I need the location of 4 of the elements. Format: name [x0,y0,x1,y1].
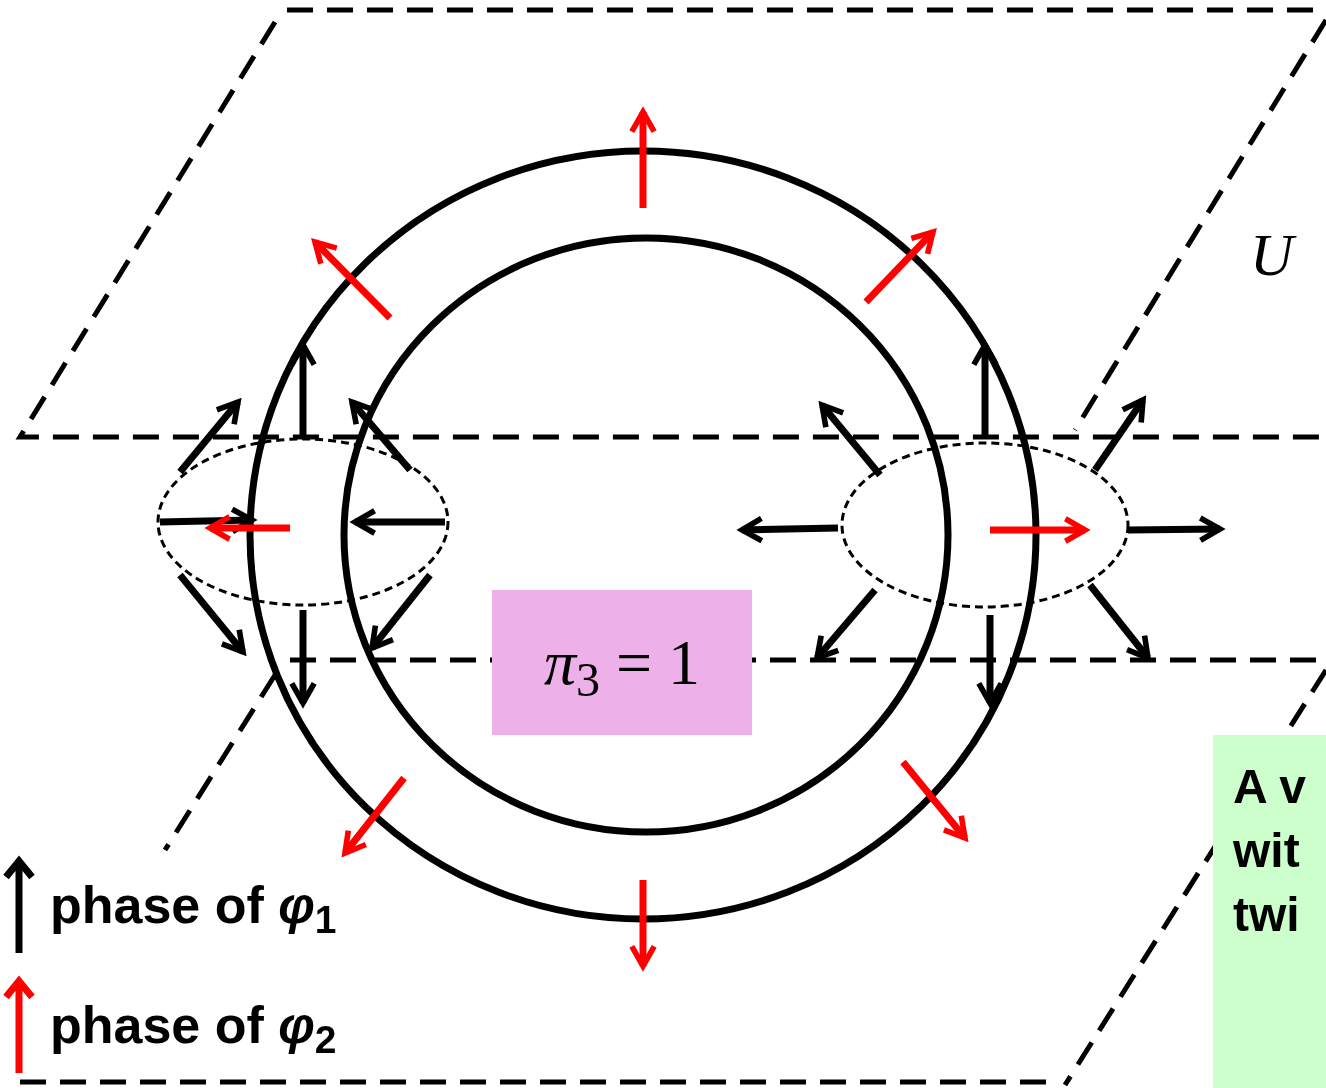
formula-box: π$_{3}$ = 1 [492,590,752,735]
note-box: A v wit twi [1213,735,1326,1088]
legend-text: phase of φ$_{1}$ [50,875,337,943]
legend-text: phase of φ$_{2}$ [50,995,337,1063]
